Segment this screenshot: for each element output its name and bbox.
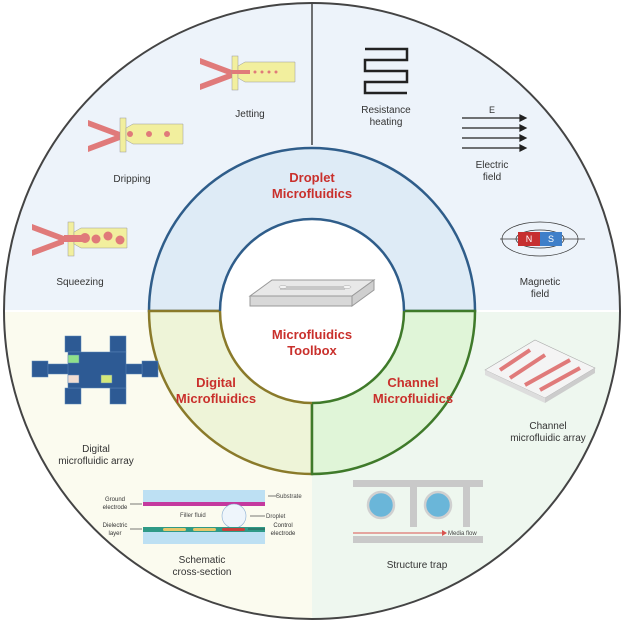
resistance-heater-icon (363, 47, 409, 95)
control-electrode-label: Control electrode (270, 523, 296, 537)
digital-section-title: Digital Microfluidics (175, 375, 257, 406)
outer-circle (3, 2, 621, 620)
dripping-label: Dripping (113, 174, 151, 185)
squeezing-junction-icon (32, 221, 128, 257)
magnetic-field-label: Magnetic field (519, 277, 561, 300)
substrate-label: Substrate (276, 494, 302, 500)
dripping-junction-icon (88, 117, 184, 153)
droplet-part-label: Droplet (266, 514, 286, 520)
structure-trap-label: Structure trap (386, 560, 448, 571)
microfluidic-chip-icon (248, 279, 376, 307)
electric-field-icon (462, 114, 528, 152)
channel-section-title: Channel Microfluidics (372, 375, 454, 406)
channel-array-icon (484, 339, 596, 403)
dielectric-layer-label: Dielectric layer (102, 523, 128, 537)
ground-electrode-label: Ground electrode (102, 497, 128, 511)
jetting-label: Jetting (235, 109, 265, 120)
cross-section-icon: Substrate Filler fluid Droplet (130, 490, 302, 544)
electric-field-symbol: E (488, 105, 496, 115)
magnet-south-label: S (547, 234, 555, 244)
center-title: Microfluidics Toolbox (271, 327, 353, 358)
channel-array-label: Channel microfluidic array (510, 421, 586, 444)
resistance-heating-label: Resistance heating (361, 105, 411, 128)
magnet-icon (500, 221, 585, 257)
magnet-north-label: N (525, 234, 533, 244)
filler-fluid-label: Filler fluid (180, 513, 206, 519)
cross-section-label: Schematic cross-section (172, 555, 232, 578)
squeezing-label: Squeezing (56, 277, 104, 288)
media-flow-label: Media flow (448, 531, 477, 537)
droplet-section-title: Droplet Microfluidics (271, 170, 353, 201)
electric-field-label: Electric field (475, 160, 509, 183)
structure-trap-icon: Media flow (353, 480, 483, 543)
digital-array-icon (31, 335, 159, 405)
jetting-junction-icon (200, 55, 296, 91)
digital-array-label: Digital microfluidic array (58, 444, 134, 467)
center-circle (220, 219, 404, 403)
